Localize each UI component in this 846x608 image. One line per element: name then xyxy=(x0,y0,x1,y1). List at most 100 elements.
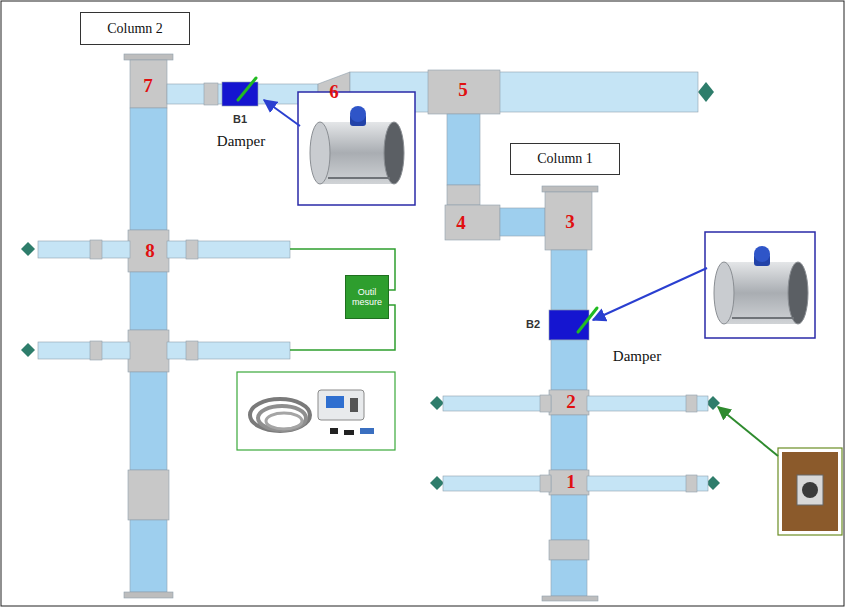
callout-number: 7 xyxy=(143,75,153,97)
measure-tool-picture-part xyxy=(330,428,338,434)
column-2-duct-part xyxy=(90,240,102,259)
grille-picture-part xyxy=(778,448,842,535)
node-text: Column 2 xyxy=(107,21,163,37)
damper-callout-part xyxy=(298,92,415,205)
column-1-duct-part xyxy=(587,396,708,411)
damper-callout-part xyxy=(593,268,707,320)
column-1-duct-part xyxy=(540,395,551,412)
callout-number: 6 xyxy=(329,81,339,103)
measure-tool-picture-part xyxy=(318,390,364,420)
callout-number: 1 xyxy=(566,471,576,493)
measure-tool-box: Outil mesure xyxy=(345,275,389,319)
grille-picture-part xyxy=(797,475,823,505)
column-1-duct-part xyxy=(549,540,589,560)
column-2-duct-part xyxy=(38,241,130,258)
damper-label: Damper xyxy=(613,348,661,365)
column-2-duct-part xyxy=(130,520,167,592)
callout-number: 2 xyxy=(566,391,576,413)
damper-id: B2 xyxy=(526,318,540,330)
measure-tool-picture-part xyxy=(250,399,310,431)
grille-picture-part xyxy=(782,452,838,531)
column-1-duct-part xyxy=(540,475,551,492)
column-2-duct-part xyxy=(38,342,130,359)
callout-number: 3 xyxy=(565,211,575,233)
main-duct-part xyxy=(447,114,480,185)
measure-tool-picture-part xyxy=(360,428,374,434)
measure-tool-picture-part xyxy=(258,406,306,430)
column-2-duct-part xyxy=(167,342,290,359)
grille-picture-part xyxy=(718,407,778,456)
column-2-duct-part xyxy=(124,54,173,60)
damper-callout-part xyxy=(705,232,815,338)
measure-tool-picture xyxy=(237,372,395,450)
damper-b1 xyxy=(222,82,258,106)
column-1-duct-part xyxy=(686,475,697,492)
diffuser-diamond-part xyxy=(430,396,444,410)
column-1-duct-part xyxy=(542,596,598,601)
measure-tool-picture-part xyxy=(266,413,302,429)
diffuser-diamond-part xyxy=(21,242,35,256)
column-2-duct-part xyxy=(90,341,102,360)
column-2-duct-part xyxy=(186,341,198,360)
column-label: Column 2 xyxy=(80,12,190,45)
column-2-duct-part xyxy=(167,241,290,258)
main-duct-part xyxy=(500,208,545,236)
main-duct-part xyxy=(447,185,480,205)
column-1-duct-part xyxy=(551,415,587,470)
callout-number: 8 xyxy=(145,240,155,262)
damper-callout-part xyxy=(714,246,808,324)
measure-tool-picture-part xyxy=(350,398,358,412)
column-1-duct-part xyxy=(551,340,587,390)
damper-callout-part xyxy=(310,106,404,184)
measure-hose xyxy=(290,249,395,350)
column-1-duct-part xyxy=(551,560,587,596)
damper-callout-part xyxy=(264,100,300,126)
callout-number: 4 xyxy=(456,212,466,234)
column-2-duct-part xyxy=(124,592,173,598)
diffuser-diamond-part xyxy=(430,476,444,490)
column-2-duct-part xyxy=(130,60,167,108)
node-text: Column 1 xyxy=(537,151,593,167)
column-1-duct-part xyxy=(545,192,592,250)
column-2-duct-part xyxy=(128,330,169,372)
damper-callout xyxy=(264,92,815,338)
measure-tool-picture-part xyxy=(344,430,354,435)
column-label: Column 1 xyxy=(510,143,620,175)
damper-blade xyxy=(238,78,597,332)
column-2-duct-part xyxy=(130,372,167,470)
main-duct xyxy=(167,70,698,240)
node-text: Outil mesure xyxy=(348,287,386,308)
column-1-duct-part xyxy=(443,396,551,411)
column-1-duct-part xyxy=(551,495,587,540)
column-1-duct-part xyxy=(686,395,697,412)
column-2-duct-part xyxy=(130,272,167,330)
column-1-duct-part xyxy=(551,250,587,310)
column-2-duct-part xyxy=(128,230,169,272)
column-1-duct-part xyxy=(443,476,551,491)
diffuser-diamond-part xyxy=(698,82,714,102)
column-1-duct-part xyxy=(549,470,589,495)
column-2-duct xyxy=(38,54,290,598)
diffuser-diamond-part xyxy=(21,343,35,357)
column-2-duct-part xyxy=(130,108,167,230)
diffuser-diamond xyxy=(21,82,720,490)
main-duct-part xyxy=(428,70,500,114)
column-2-duct-part xyxy=(186,240,198,259)
column-2-duct-part xyxy=(128,470,169,520)
column-1-duct-part xyxy=(587,476,708,491)
damper-blade-part xyxy=(238,78,256,100)
column-1-duct-part xyxy=(542,186,598,192)
damper-id: B1 xyxy=(233,113,247,125)
main-duct-part xyxy=(445,205,500,240)
main-duct-part xyxy=(204,83,218,105)
column-1-duct xyxy=(443,186,708,601)
damper-label: Damper xyxy=(217,133,265,150)
column-1-duct-part xyxy=(549,390,589,415)
grille-picture xyxy=(718,407,842,535)
measure-tool-picture-part xyxy=(326,396,344,408)
grille-picture-part xyxy=(802,482,818,498)
